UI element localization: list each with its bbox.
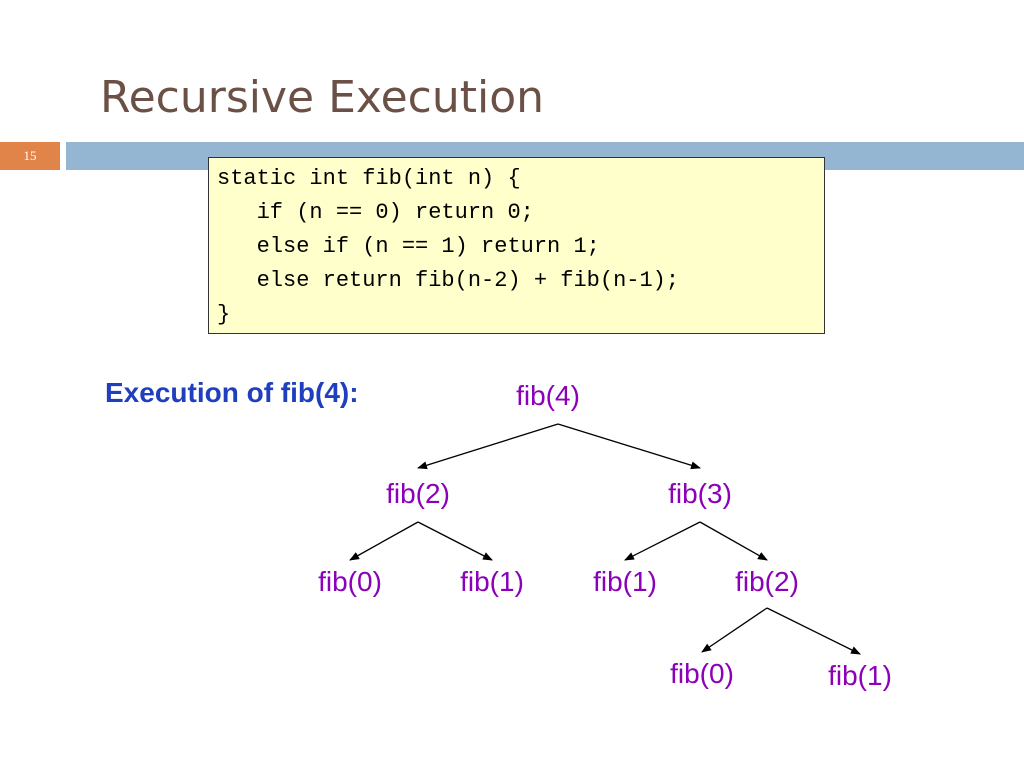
slide-number: 15	[0, 142, 60, 170]
tree-edge-l-lr	[417, 521, 493, 561]
code-line: else if (n == 1) return 1;	[217, 234, 600, 259]
tree-edge-root-l	[417, 423, 559, 470]
tree-node-rr: fib(2)	[735, 566, 799, 597]
tree-node-r: fib(3)	[668, 478, 732, 509]
code-line: }	[217, 302, 231, 327]
tree-node-rrl: fib(0)	[670, 658, 734, 689]
execution-label: Execution of fib(4):	[105, 377, 359, 408]
tree-edge-r-rl	[624, 521, 701, 561]
tree-node-l: fib(2)	[386, 478, 450, 509]
slide-title: Recursive Execution	[100, 72, 544, 123]
tree-node-ll: fib(0)	[318, 566, 382, 597]
code-line: else return fib(n-2) + fib(n-1);	[217, 268, 680, 293]
code-line: static int fib(int n) {	[217, 166, 521, 191]
tree-node-rl: fib(1)	[593, 566, 657, 597]
tree-edge-rr-rrl	[701, 607, 768, 653]
tree-edge-r-rr	[699, 521, 768, 561]
code-line: if (n == 0) return 0;	[217, 200, 534, 225]
tree-edge-rr-rrr	[766, 607, 861, 655]
tree-node-lr: fib(1)	[460, 566, 524, 597]
tree-node-root: fib(4)	[516, 380, 580, 411]
tree-edge-l-ll	[349, 521, 419, 561]
tree-edge-root-r	[557, 423, 701, 470]
code-box: static int fib(int n) { if (n == 0) retu…	[208, 157, 825, 334]
tree-node-rrr: fib(1)	[828, 660, 892, 691]
